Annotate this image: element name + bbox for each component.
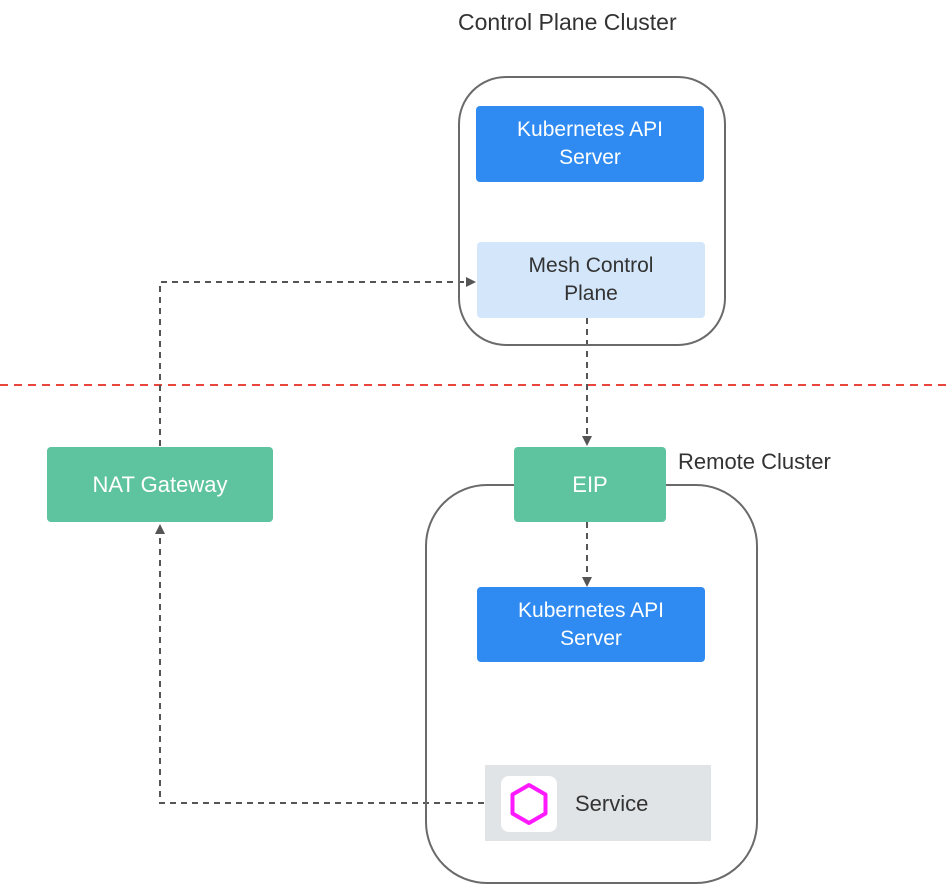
- service-icon-background: [501, 776, 557, 832]
- remote-kubernetes-api-server: Kubernetes API Server: [477, 587, 705, 662]
- control-plane-cluster-container: [458, 76, 726, 346]
- eip-box: EIP: [514, 447, 666, 522]
- nat-gateway-to-mesh-arrow: [159, 277, 476, 446]
- service-label: Service: [575, 791, 649, 816]
- hexagon-icon: [510, 783, 548, 825]
- service-to-nat-gateway-arrow: [155, 524, 484, 804]
- service-box: Service: [485, 765, 711, 841]
- mesh-control-plane: Mesh Control Plane: [477, 242, 705, 318]
- nat-gateway: NAT Gateway: [47, 447, 273, 522]
- control-plane-cluster-title: Control Plane Cluster: [458, 9, 677, 35]
- control-plane-kubernetes-api-server: Kubernetes API Server: [476, 106, 704, 182]
- remote-cluster-title: Remote Cluster: [678, 449, 831, 474]
